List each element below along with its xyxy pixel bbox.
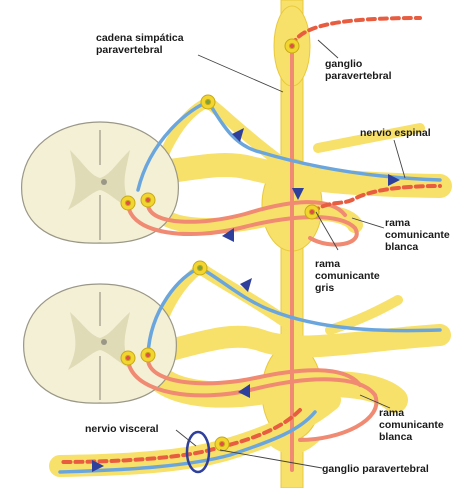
label-white-ramus-2-line2: comunicante [379,419,444,431]
neuron-ganglion-upper [305,205,319,219]
label-ganglion-bottom: ganglio paravertebral [322,463,429,475]
neuron-cord-lower-1 [121,351,135,365]
spinal-cord-upper [22,122,179,243]
label-white-ramus-1: rama comunicante blanca [385,217,453,253]
neuron-dorsal-upper [201,95,215,109]
neuron-cord-lower-2 [141,348,155,362]
label-ganglion-top: ganglio paravertebral [325,58,392,82]
neuron-cord-upper-1 [121,196,135,210]
neuron-visceral [215,437,229,451]
label-white-ramus-1-line1: rama [385,217,410,229]
label-white-ramus-1-line3: blanca [385,241,418,253]
label-ganglion-top-line1: ganglio [325,58,362,70]
label-spinal-nerve: nervio espinal [360,127,431,139]
label-white-ramus-2: rama comunicante blanca [379,407,447,443]
neuron-cord-upper-2 [141,193,155,207]
label-sympathetic-chain-line2: paravertebral [96,44,163,56]
label-ganglion-top-line2: paravertebral [325,70,392,82]
label-white-ramus-1-line2: comunicante [385,229,450,241]
label-white-ramus-2-line1: rama [379,407,404,419]
label-visceral-nerve: nervio visceral [85,423,159,435]
neuron-dorsal-lower [193,261,207,275]
label-gray-ramus-line1: rama [315,258,340,270]
neuron-top-chain [285,39,299,53]
label-sympathetic-chain: cadena simpática paravertebral [96,32,186,56]
label-gray-ramus: rama comunicante gris [315,258,383,294]
label-gray-ramus-line2: comunicante [315,270,380,282]
label-gray-ramus-line3: gris [315,282,334,294]
label-sympathetic-chain-line1: cadena simpática [96,32,184,44]
label-white-ramus-2-line3: blanca [379,431,412,443]
